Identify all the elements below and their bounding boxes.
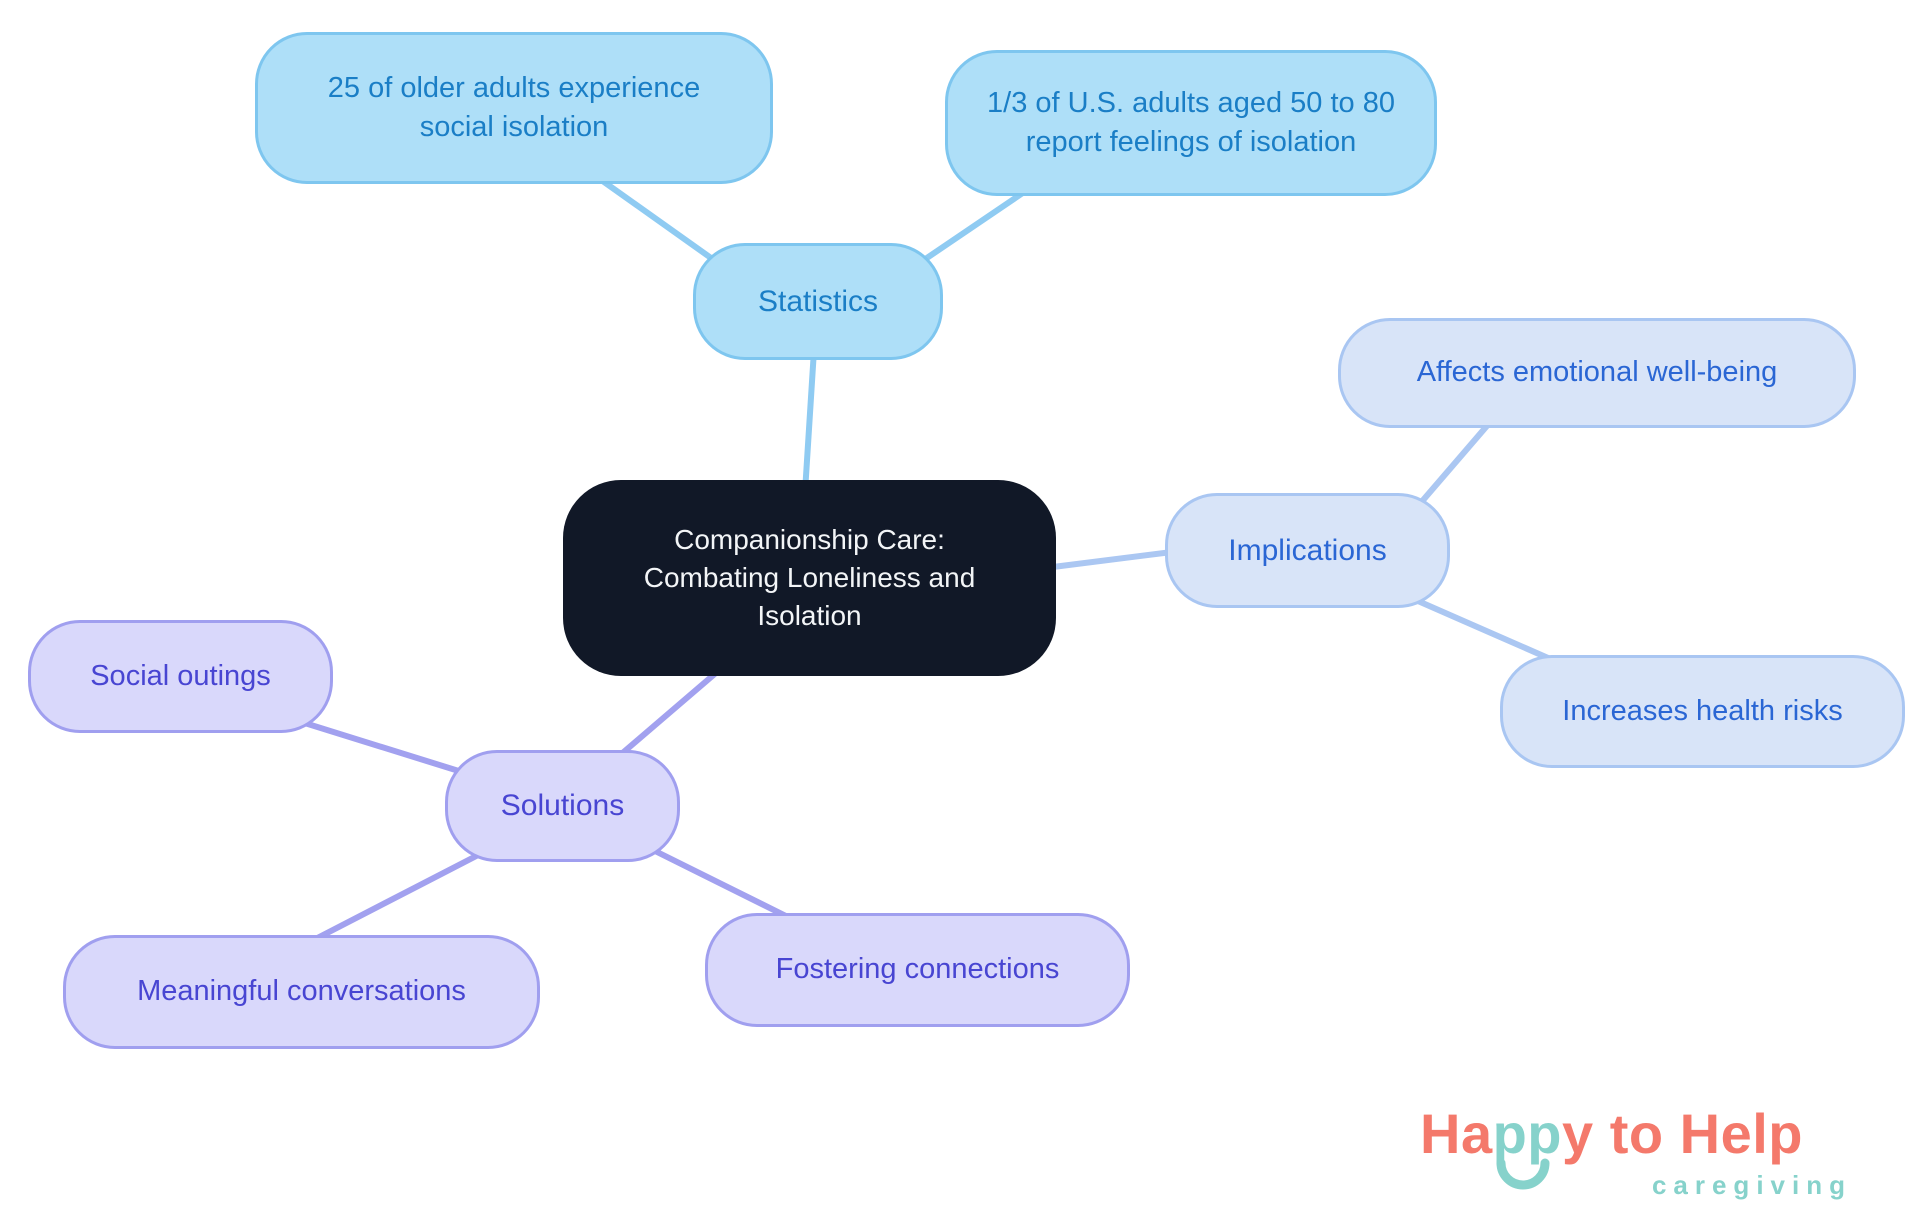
central-node-label: Companionship Care: Combating Loneliness… (643, 524, 976, 631)
node-solutions: Solutions (445, 750, 680, 862)
happy-to-help-logo: Happ y to Help caregiving (1420, 1106, 1900, 1201)
node-implications: Implications (1165, 493, 1450, 608)
node-impl-health-risks-label: Increases health risks (1562, 694, 1843, 727)
edge-central-to-implications (1042, 548, 1183, 571)
edge-implications-to-impl-child1 (1415, 417, 1495, 509)
node-sol-conversations: Meaningful conversations (63, 935, 540, 1049)
logo-wordmark-coral-end: y to Help (1562, 1102, 1803, 1165)
node-impl-emotional: Affects emotional well-being (1338, 318, 1856, 428)
node-implications-label: Implications (1228, 533, 1387, 567)
node-stat-us-adults-label: 1/3 of U.S. adults aged 50 to 80 report … (987, 86, 1395, 158)
node-sol-social-outings-label: Social outings (90, 659, 271, 692)
node-impl-health-risks: Increases health risks (1500, 655, 1905, 768)
central-node: Companionship Care: Combating Loneliness… (563, 480, 1056, 676)
logo-caregiving-text: caregiving (1651, 1170, 1852, 1200)
node-statistics-label: Statistics (757, 284, 879, 318)
logo-wordmark-teal-pp: pp (1493, 1106, 1562, 1190)
node-stat-older-adults: 25 of older adults experience social iso… (255, 32, 773, 184)
node-impl-emotional-label: Affects emotional well-being (1416, 356, 1778, 389)
edge-solutions-to-sol-child3 (642, 843, 805, 927)
node-sol-connections-label: Fostering connections (775, 953, 1060, 986)
edge-solutions-to-sol-child2 (295, 849, 487, 951)
edge-solutions-to-sol-child1 (292, 717, 465, 775)
edge-statistics-to-central (802, 347, 817, 495)
logo-wordmark: Happ y to Help (1420, 1106, 1900, 1190)
node-sol-connections: Fostering connections (705, 913, 1130, 1027)
logo-wordmark-coral-start: Ha (1420, 1102, 1493, 1165)
node-sol-conversations-label: Meaningful conversations (137, 975, 466, 1008)
smile-icon (1496, 1158, 1550, 1190)
edge-central-to-solutions (609, 663, 727, 765)
logo-pp-text: pp (1492, 1102, 1563, 1165)
node-statistics: Statistics (693, 243, 943, 360)
node-stat-us-adults: 1/3 of U.S. adults aged 50 to 80 report … (945, 50, 1437, 196)
node-stat-older-adults-label: 25 of older adults experience social iso… (327, 71, 701, 143)
edge-stat-child2-to-statistics (915, 185, 1033, 267)
node-solutions-label: Solutions (500, 789, 625, 822)
node-sol-social-outings: Social outings (28, 620, 333, 733)
